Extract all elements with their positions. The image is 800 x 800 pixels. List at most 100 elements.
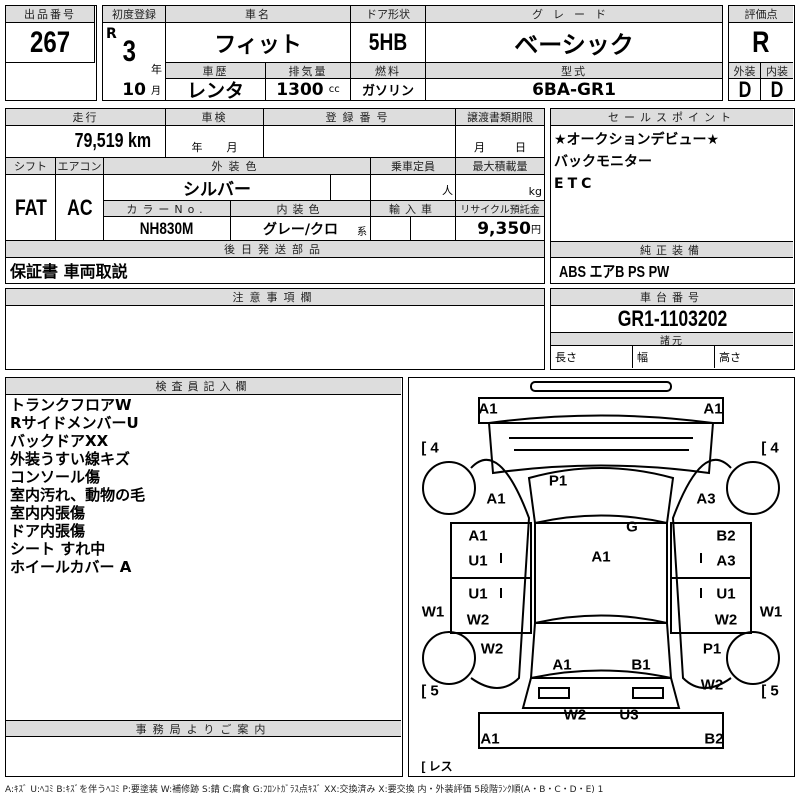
damage-mark: [ 5 xyxy=(761,682,779,700)
reg-no-label: 登録番号 xyxy=(264,109,456,126)
mileage-label: 走行 xyxy=(6,109,166,126)
damage-mark: U3 xyxy=(619,706,639,724)
import-cell-2 xyxy=(411,217,456,241)
inspector-notes: トランクフロアW RサイドメンバーU バックドアXX 外装うすい線キズ コンソー… xyxy=(10,396,145,576)
ext-score: D xyxy=(729,79,761,100)
chassis-number: GR1-1103202 xyxy=(551,306,793,333)
damage-mark: A1 xyxy=(591,548,611,566)
inspector-note: トランクフロアW xyxy=(10,396,132,414)
damage-mark: W2 xyxy=(480,640,504,658)
shift-label: シフト xyxy=(6,158,56,175)
damage-mark: A1 xyxy=(486,490,506,508)
equipment-label: 純正装備 xyxy=(551,241,793,258)
damage-mark: A1 xyxy=(468,527,488,545)
capacity-label: 乗車定員 xyxy=(371,158,456,175)
car-name: フィット xyxy=(166,23,351,63)
ext-color: シルバー xyxy=(104,175,331,201)
first-reg-label: 初度登録 xyxy=(103,6,166,23)
damage-mark: W1 xyxy=(421,603,445,621)
year: 3 xyxy=(122,35,137,68)
model-label: 型式 xyxy=(426,63,722,79)
ext-color-extra xyxy=(331,175,371,201)
grade-label: グレード xyxy=(426,6,722,23)
displacement-label: 排気量 xyxy=(266,63,351,79)
vehicle-info: 初度登録 R 3 年 10 月 車名 フィット ドア形状 5HB グレード ベー… xyxy=(102,5,723,101)
displacement: 1300 cc xyxy=(266,79,351,100)
grade: ベーシック xyxy=(426,23,722,63)
later-parts: 保証書 車両取説 xyxy=(10,262,128,281)
reg-no xyxy=(264,126,456,158)
damage-mark: B2 xyxy=(704,730,724,748)
damage-mark: U1 xyxy=(468,585,488,603)
first-reg-year: R 3 年 xyxy=(103,23,166,79)
damage-mark: A1 xyxy=(552,656,572,674)
damage-mark: W2 xyxy=(714,611,738,629)
model: 6BA-GR1 xyxy=(532,79,616,100)
damage-mark: B2 xyxy=(716,527,736,545)
details-box: 走行 79,519 km 車検 年月 登録番号 譲渡書類期限 月日 シフト FA… xyxy=(5,108,545,284)
lot-box: 出品番号 267 xyxy=(5,5,97,101)
damage-mark: A1 xyxy=(703,400,723,418)
inspector-note: コンソール傷 xyxy=(10,468,101,486)
inspector-note: 室内内張傷 xyxy=(10,504,86,522)
capacity: 人 xyxy=(371,175,456,201)
chassis-box: 車台番号 GR1-1103202 諸元 長さ 幅 高さ xyxy=(550,288,795,370)
office-label: 事務局よりご案内 xyxy=(6,720,401,737)
import-label: 輸入車 xyxy=(371,201,456,217)
inspector-note: 室内汚れ、動物の毛 xyxy=(10,486,146,504)
shift: FAT xyxy=(6,175,56,241)
history-label: 車歴 xyxy=(166,63,266,79)
sales-point: ★オークションデビュー★ xyxy=(554,132,720,148)
max-load: kg xyxy=(456,175,544,201)
sales-points-list: ★オークションデビュー★ バックモニター ETC xyxy=(554,129,719,195)
damage-mark: A1 xyxy=(480,730,500,748)
inspector-box: 検査員記入欄 トランクフロアW RサイドメンバーU バックドアXX 外装うすい線… xyxy=(5,377,403,777)
transfer-label: 譲渡書類期限 xyxy=(456,109,544,126)
equipment: ABS エアB PS PW xyxy=(559,264,670,281)
int-color: グレー/クロ系 xyxy=(231,217,371,241)
car-outline-icon xyxy=(422,381,780,749)
max-load-label: 最大積載量 xyxy=(456,158,544,175)
later-parts-label: 後日発送部品 xyxy=(6,241,544,258)
damage-mark: B1 xyxy=(631,656,651,674)
door-label: ドア形状 xyxy=(351,6,426,23)
import-cell-1 xyxy=(371,217,411,241)
score-label: 評価点 xyxy=(729,6,793,23)
chassis-label: 車台番号 xyxy=(551,289,793,306)
sales-box: セールスポイント ★オークションデビュー★ バックモニター ETC 純正装備 A… xyxy=(550,108,795,284)
history: レンタ xyxy=(166,79,266,100)
inspector-note: ホイールカバー A xyxy=(10,558,132,576)
inspector-note: バックドアXX xyxy=(10,432,109,450)
era: R xyxy=(106,26,117,42)
damage-mark: G xyxy=(626,518,638,536)
lot-number: 267 xyxy=(6,23,95,63)
color-no: NH830M xyxy=(104,217,231,241)
damage-diagram xyxy=(408,377,795,777)
inspector-note: シート すれ中 xyxy=(10,540,106,558)
transfer-deadline: 月日 xyxy=(456,126,544,158)
damage-mark: P1 xyxy=(548,472,568,490)
legend: A:ｷｽﾞ U:ﾍｺﾐ B:ｷｽﾞを伴うﾍｺﾐ P:要塗装 W:補修跡 S:錆 … xyxy=(5,785,604,795)
spec-length: 長さ xyxy=(551,346,633,368)
damage-mark: [ 4 xyxy=(421,439,439,457)
fuel: ガソリン xyxy=(351,79,426,100)
spec-width: 幅 xyxy=(633,346,715,368)
score-box: 評価点 R 外装 内装 D D xyxy=(728,5,795,101)
spec-height: 高さ xyxy=(719,351,741,364)
fuel-label: 燃料 xyxy=(351,63,426,79)
int-color-label: 内装色 xyxy=(231,201,371,217)
inspector-note: 外装うすい線キズ xyxy=(10,450,131,468)
damage-mark: W2 xyxy=(700,676,724,694)
damage-mark: A1 xyxy=(478,400,498,418)
first-reg-month: 10 月 xyxy=(103,79,166,100)
lot-label: 出品番号 xyxy=(6,6,95,23)
ac-label: エアコン xyxy=(56,158,104,175)
sales-points-label: セールスポイント xyxy=(551,109,793,126)
damage-mark: P1 xyxy=(702,640,722,658)
damage-mark: A3 xyxy=(716,552,736,570)
color-no-label: カラーNo. xyxy=(104,201,231,217)
ac: AC xyxy=(56,175,104,241)
damage-mark: [ 4 xyxy=(761,439,779,457)
damage-mark: W2 xyxy=(466,611,490,629)
car-name-label: 車名 xyxy=(166,6,351,23)
